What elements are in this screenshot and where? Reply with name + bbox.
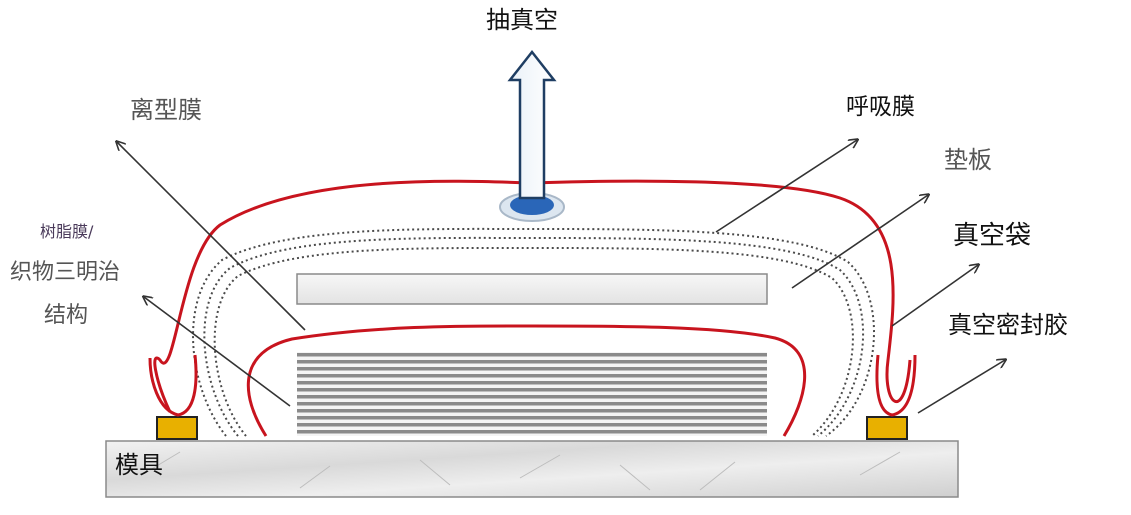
vacuum-bag-pointer: [891, 265, 978, 327]
label-vacuum: 抽真空: [486, 6, 558, 34]
label-laminate-line1: 树脂膜/: [40, 222, 94, 241]
vacuum-valve: [510, 195, 554, 215]
vacuum-arrow: [507, 49, 557, 200]
label-sealant: 真空密封胶: [948, 311, 1068, 339]
breather-layer: [192, 227, 875, 437]
laminate-ply: [297, 374, 767, 378]
vacuum-bag-left-loop: [148, 354, 198, 417]
laminate-ply: [297, 430, 767, 434]
label-vacuum-bag: 真空袋: [953, 221, 1032, 251]
laminate-ply: [297, 353, 767, 357]
sealant-tape-left: [156, 416, 198, 440]
laminate-ply: [297, 360, 767, 364]
release-film-pointer: [117, 142, 306, 331]
label-laminate-line3: 结构: [44, 303, 89, 328]
laminate-ply: [297, 423, 767, 427]
leader-arrows: [117, 140, 1005, 414]
sealant-tape-right: [866, 416, 908, 440]
label-caul-plate: 垫板: [944, 146, 992, 174]
caul-plate-pointer: [791, 195, 928, 289]
breather-pointer: [715, 140, 857, 233]
laminate-ply: [297, 395, 767, 399]
sealant-pointer: [917, 360, 1005, 414]
laminate-background: [297, 352, 767, 436]
mold: [105, 440, 959, 498]
laminate-ply: [297, 409, 767, 413]
label-release-film: 离型膜: [130, 96, 202, 124]
label-mold: 模具: [115, 451, 163, 479]
vacuum-bag-right-loop: [875, 354, 917, 417]
laminate-ply: [297, 367, 767, 371]
label-breather: 呼吸膜: [846, 94, 915, 120]
laminate-ply: [297, 388, 767, 392]
laminate-pointer: [144, 297, 291, 407]
laminate-ply: [297, 416, 767, 420]
laminate-ply: [297, 402, 767, 406]
laminate-ply: [297, 381, 767, 385]
label-laminate-line2: 织物三明治: [10, 260, 121, 285]
laminate-stack: [297, 352, 767, 436]
caul-plate: [296, 273, 768, 305]
release-film: [246, 324, 807, 437]
